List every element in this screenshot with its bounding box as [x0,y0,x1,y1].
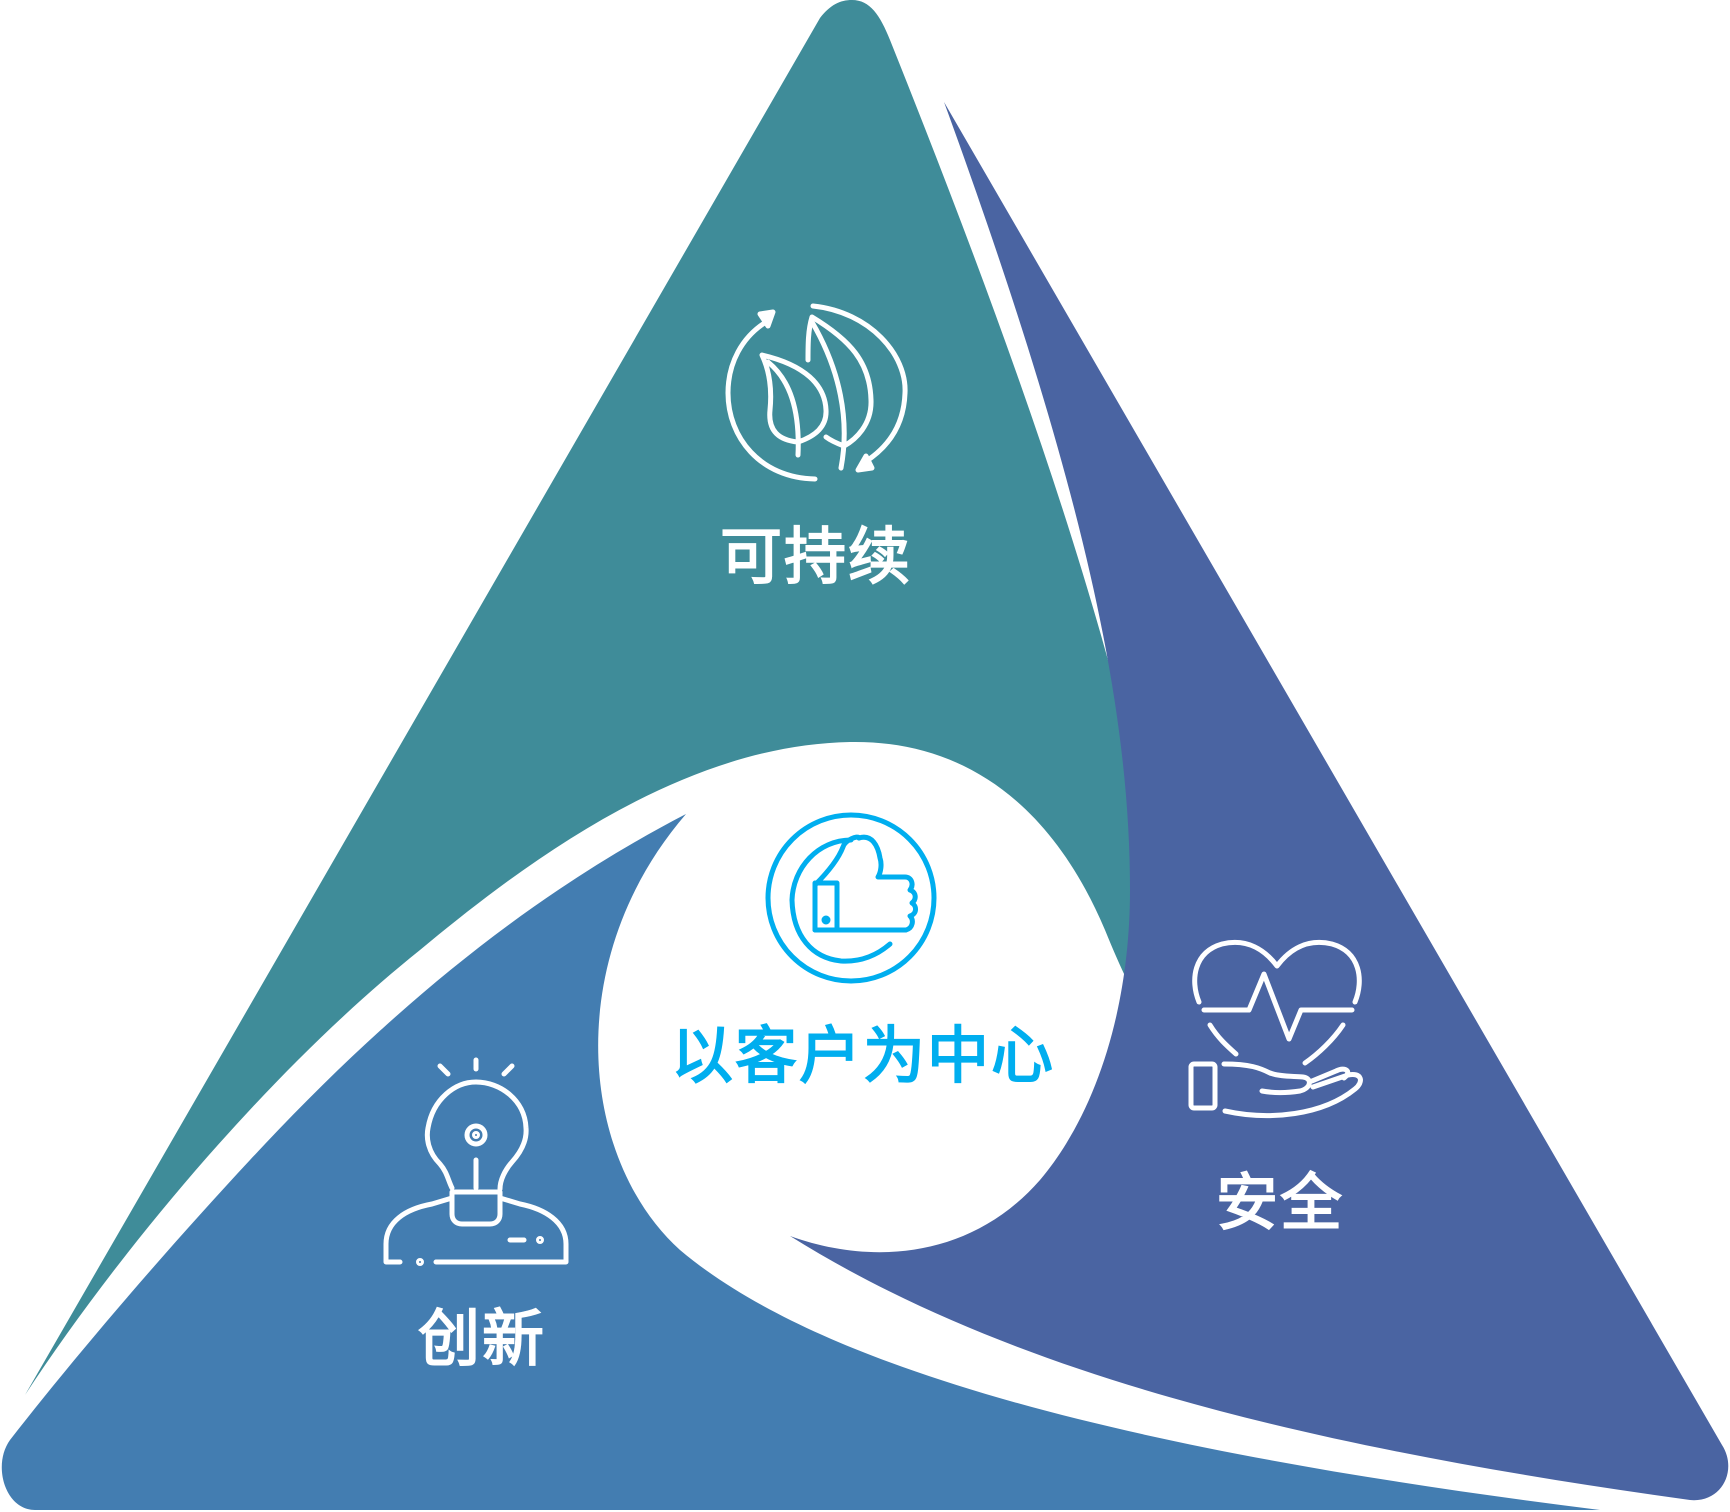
center-label: 以客户为中心 [671,1019,1055,1092]
segment-label-innovation: 创新 [418,1302,546,1375]
segment-label-sustainable: 可持续 [720,520,912,593]
segment-security [790,102,1729,1501]
segment-sustainable [25,0,1170,1395]
thumbs-up-icon [765,812,937,984]
lightbulb-person-icon [383,1057,569,1266]
heart-hand-icon [1188,940,1363,1119]
leaf-cycle-icon [725,303,908,482]
segment-label-security: 安全 [1216,1166,1344,1239]
segment-innovation [1,814,1600,1510]
